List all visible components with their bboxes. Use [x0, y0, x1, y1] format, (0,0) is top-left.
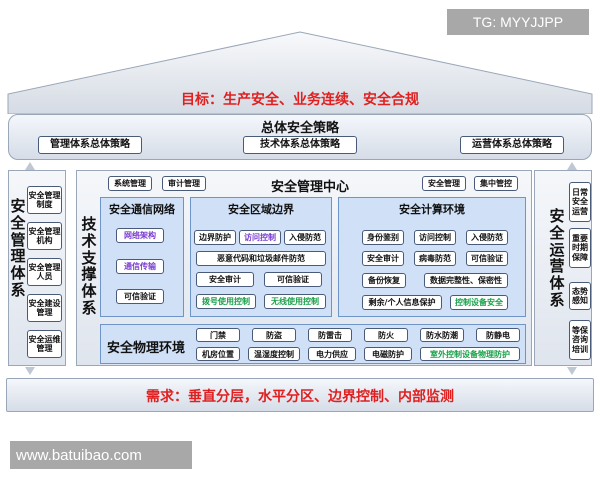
area-chip: 恶意代码和垃圾邮件防范 — [196, 251, 326, 266]
audit-mgmt-box: 审计管理 — [162, 176, 206, 191]
compute-chip: 可信验证 — [466, 251, 508, 266]
physical-chip: 防水防潮 — [420, 328, 464, 342]
area-chip: 可信验证 — [264, 272, 322, 287]
compute-env-title: 安全计算环境 — [399, 203, 465, 216]
mgmt-center-title: 安全管理中心 — [270, 180, 349, 195]
ops-item: 态势感知 — [569, 282, 591, 310]
roof — [7, 31, 593, 114]
physical-chip: 电力供应 — [308, 347, 356, 361]
arrow-left-bottom — [25, 367, 35, 375]
mgmt-item: 安全建设管理 — [27, 294, 62, 322]
physical-chip: 防雷击 — [308, 328, 352, 342]
central-control-box: 集中管控 — [474, 176, 518, 191]
physical-chip: 防火 — [364, 328, 408, 342]
system-mgmt-box: 系统管理 — [108, 176, 152, 191]
compute-chip: 入侵防范 — [466, 230, 508, 245]
area-chip: 边界防护 — [194, 230, 236, 245]
comm-network-title: 安全通信网络 — [109, 203, 175, 216]
physical-chip: 室外控制设备物理防护 — [420, 347, 520, 361]
physical-chip: 温湿度控制 — [248, 347, 300, 361]
physical-chip: 门禁 — [196, 328, 240, 342]
mgmt-item: 安全管理人员 — [27, 258, 62, 286]
area-chip: 访问控制 — [239, 230, 281, 245]
mgmt-item: 安全管理制度 — [27, 186, 62, 214]
compute-chip: 控制设备安全 — [450, 295, 508, 310]
area-chip: 无线使用控制 — [264, 294, 326, 309]
tech-support-title: 技术支撑体系 — [81, 215, 97, 317]
comm-transport-chip: 通信传输 — [116, 259, 164, 274]
area-chip: 拨号使用控制 — [196, 294, 256, 309]
compute-chip: 安全审计 — [362, 251, 404, 266]
compute-chip: 数据完整性、保密性 — [424, 273, 508, 288]
trusted-verify-chip: 可信验证 — [116, 289, 164, 304]
compute-chip: 身份鉴别 — [362, 230, 404, 245]
watermark-top: TG: MYYJJPP — [447, 9, 589, 35]
requirement-title: 需求：垂直分层，水平分区、边界控制、内部监测 — [146, 389, 454, 405]
physical-chip: 电磁防护 — [364, 347, 412, 361]
goal-title: 目标：生产安全、业务连续、安全合规 — [181, 92, 419, 108]
network-arch-chip: 网络架构 — [116, 228, 164, 243]
mgmt-item: 安全管理机构 — [27, 222, 62, 250]
mgmt-item: 安全运维管理 — [27, 330, 62, 358]
ops-system-title: 安全运营体系 — [549, 207, 565, 309]
physical-env-title: 安全物理环境 — [106, 341, 185, 356]
physical-chip: 防静电 — [476, 328, 520, 342]
compute-chip: 剩余/个人信息保护 — [362, 295, 442, 310]
ops-item: 重要时期保障 — [569, 228, 591, 268]
area-chip: 安全审计 — [196, 272, 254, 287]
ops-strategy-box: 运营体系总体策略 — [460, 136, 564, 154]
mgmt-strategy-box: 管理体系总体策略 — [38, 136, 142, 154]
overall-strategy-title: 总体安全策略 — [260, 121, 339, 136]
physical-chip: 机房位置 — [196, 347, 240, 361]
area-boundary-title: 安全区域边界 — [228, 203, 294, 216]
ops-item: 日常安全运营 — [569, 182, 591, 222]
security-mgmt-box: 安全管理 — [422, 176, 466, 191]
physical-chip: 防盗 — [252, 328, 296, 342]
arrow-left-top — [25, 162, 35, 170]
watermark-bottom: www.batuibao.com — [10, 441, 192, 469]
arrow-right-bottom — [567, 367, 577, 375]
requirement-band — [6, 378, 594, 412]
area-chip: 入侵防范 — [284, 230, 326, 245]
compute-chip: 病毒防范 — [414, 251, 456, 266]
arrow-right-top — [567, 162, 577, 170]
compute-chip: 备份恢复 — [362, 273, 406, 288]
mgmt-system-title: 安全管理体系 — [10, 197, 26, 299]
ops-item: 等保咨询培训 — [569, 320, 591, 360]
compute-chip: 访问控制 — [414, 230, 456, 245]
tech-strategy-box: 技术体系总体策略 — [243, 136, 357, 154]
